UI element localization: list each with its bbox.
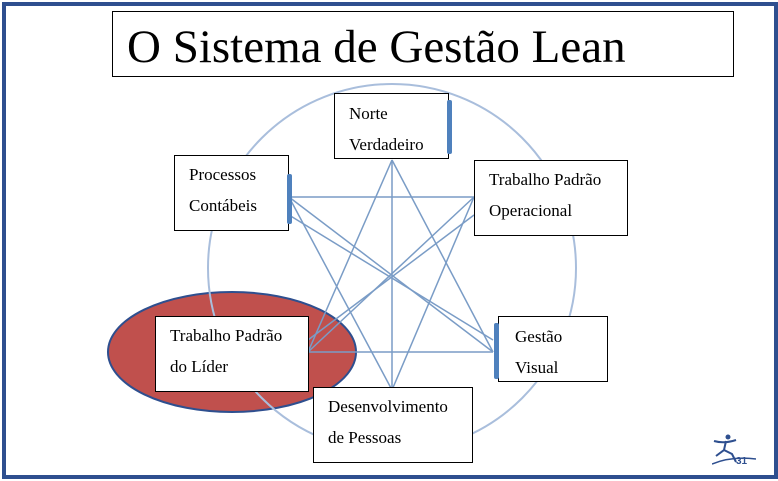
slide-title: O Sistema de Gestão Lean — [127, 21, 626, 73]
node-trabalho-padrao-operacional: Trabalho Padrão Operacional — [474, 160, 628, 236]
node-label-line2: Contábeis — [189, 196, 257, 215]
node-desenvolvimento-de-pessoas: Desenvolvimento de Pessoas — [313, 387, 473, 463]
node-norte-verdadeiro: Norte Verdadeiro — [334, 93, 452, 159]
node-processos-contabeis: Processos Contábeis — [174, 155, 292, 231]
node-label-line1: Trabalho Padrão — [489, 170, 602, 189]
node-trabalho-padrao-lider: Trabalho Padrão do Líder — [155, 316, 309, 392]
node-label-line1: Norte — [349, 104, 388, 123]
connector-lines — [288, 159, 494, 391]
node-label-line2: de Pessoas — [328, 428, 402, 447]
node-label-line2: do Líder — [170, 357, 229, 376]
page-number: 31 — [736, 456, 748, 467]
node-label-line1: Processos — [189, 165, 257, 184]
node-label-line2: Visual — [515, 358, 559, 377]
node-label-line2: Operacional — [489, 201, 573, 220]
node-label-line1: Desenvolvimento — [328, 397, 448, 416]
runner-logo-icon — [712, 434, 756, 465]
node-label-line1: Gestão — [515, 327, 563, 346]
title-box: O Sistema de Gestão Lean — [112, 11, 734, 77]
node-label-line2: Verdadeiro — [349, 135, 424, 154]
node-gestao-visual: Gestão Visual — [494, 316, 608, 382]
node-label-line1: Trabalho Padrão — [170, 326, 283, 345]
